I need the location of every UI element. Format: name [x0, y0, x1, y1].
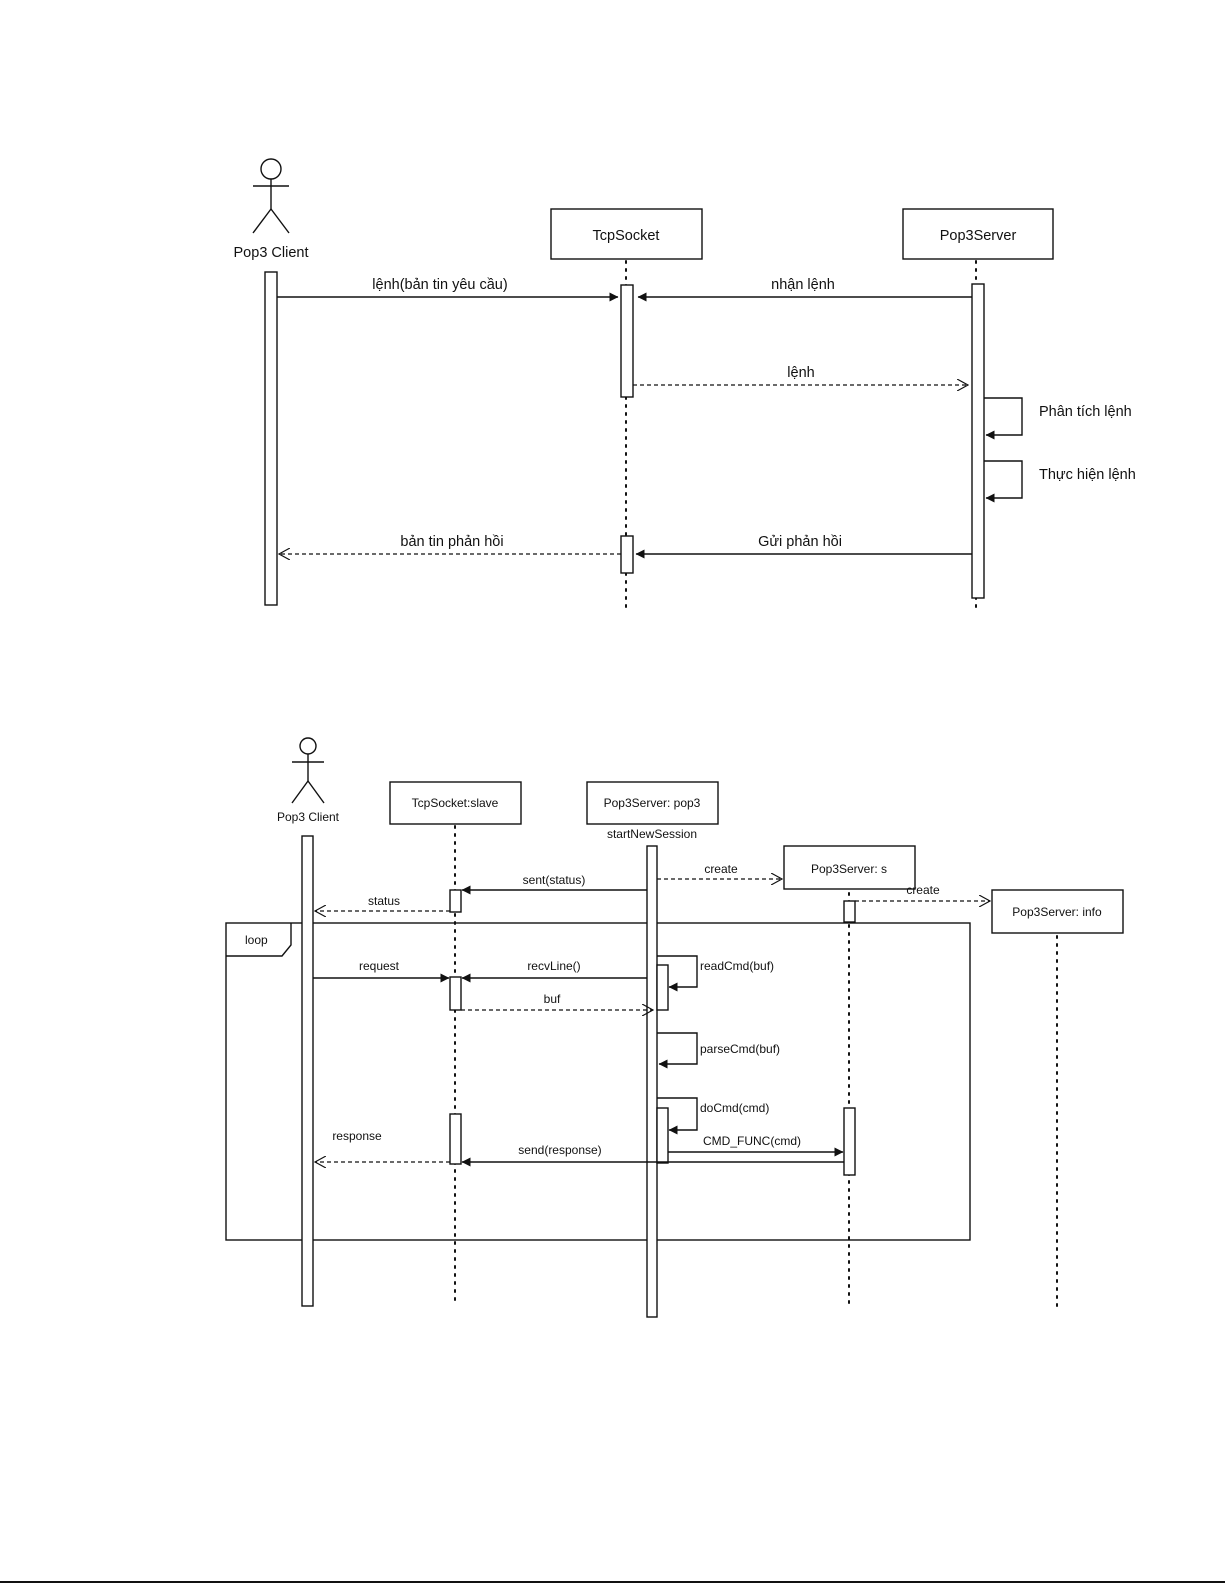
message-label-request-2: request — [359, 959, 400, 973]
message-label-cmd-func: CMD_FUNC(cmd) — [703, 1134, 801, 1148]
object-box-pop3server — [902, 208, 1054, 260]
message-label-create-info: create — [906, 883, 940, 897]
activation-client-2 — [301, 835, 314, 1307]
actor-label-2: Pop3 Client — [277, 810, 340, 824]
object-label-pop3: Pop3Server: pop3 — [604, 796, 701, 810]
self-message-parsecmd — [657, 1032, 698, 1069]
message-label-command: lệnh — [787, 365, 814, 381]
self-message-label-readcmd: readCmd(buf) — [700, 959, 774, 973]
object-label-slave: TcpSocket:slave — [412, 796, 499, 810]
object-label-tcpsocket: TcpSocket — [593, 228, 660, 244]
self-message-label-execute: Thực hiện lệnh — [1039, 467, 1136, 483]
message-label-recvline: recvLine() — [527, 959, 580, 973]
message-label-sent-status: sent(status) — [523, 873, 586, 887]
activation-tcpsocket-1 — [620, 284, 634, 398]
object-box-slave — [389, 781, 522, 825]
activation-slave-1 — [449, 889, 462, 913]
activation-pop3-docmd — [656, 1107, 669, 1164]
activation-pop3 — [646, 845, 658, 1318]
activation-tcpsocket-2 — [620, 535, 634, 574]
object-box-tcpsocket — [550, 208, 703, 260]
loop-frame — [225, 922, 971, 1241]
message-label-buf: buf — [544, 992, 561, 1006]
message-label-request: lệnh(bản tin yêu cầu) — [372, 277, 507, 293]
activation-pop3server — [971, 283, 985, 599]
activation-s-1 — [843, 900, 856, 923]
activation-pop3-readcmd — [656, 964, 669, 1011]
start-new-session-label: startNewSession — [607, 827, 697, 841]
actor-label: Pop3 Client — [234, 245, 309, 261]
self-message-label-docmd: doCmd(cmd) — [700, 1101, 769, 1115]
loop-frame-tab — [226, 923, 292, 957]
self-message-execute — [984, 460, 1023, 503]
object-label-s: Pop3Server: s — [811, 862, 887, 876]
message-label-status: status — [368, 894, 400, 908]
message-label-receive: nhận lệnh — [771, 277, 835, 293]
message-label-send-response-2: send(response) — [518, 1143, 601, 1157]
actor-pop3-client-icon — [252, 158, 290, 234]
self-message-analyze — [984, 397, 1023, 440]
message-label-send-response: Gửi phản hồi — [758, 534, 842, 550]
diagram-1: Pop3 Client TcpSocket Pop3Server lệnh(bả… — [234, 158, 1136, 613]
message-label-response: bản tin phản hồi — [400, 534, 503, 550]
object-label-info: Pop3Server: info — [1012, 905, 1102, 919]
object-box-pop3 — [586, 781, 719, 825]
self-message-docmd — [657, 1097, 698, 1135]
message-label-create-s: create — [704, 862, 738, 876]
activation-client — [264, 271, 278, 606]
self-message-label-parsecmd: parseCmd(buf) — [700, 1042, 780, 1056]
message-label-response-2: response — [332, 1129, 382, 1143]
activation-s-2 — [843, 1107, 856, 1176]
object-box-s — [783, 845, 916, 890]
loop-label: loop — [245, 933, 268, 947]
activation-slave-3 — [449, 1113, 462, 1165]
self-message-label-analyze: Phân tích lệnh — [1039, 404, 1132, 420]
activation-slave-2 — [449, 976, 462, 1011]
self-message-readcmd — [657, 955, 698, 992]
diagram-2: Pop3 Client loop TcpSocket:slave Pop3Ser… — [225, 737, 1124, 1318]
object-box-info — [991, 889, 1124, 934]
object-label-pop3server: Pop3Server — [940, 228, 1017, 244]
actor-pop3-client-icon-2 — [291, 737, 325, 804]
